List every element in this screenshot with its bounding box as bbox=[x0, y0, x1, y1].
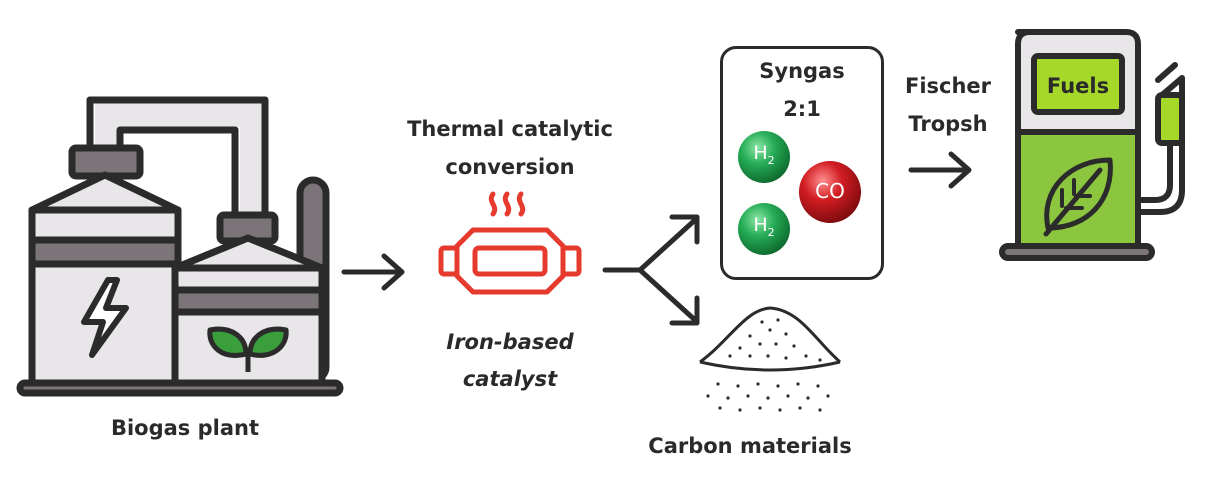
syngas-title-line1: Syngas bbox=[759, 59, 845, 83]
conversion-title-line2: conversion bbox=[445, 155, 575, 179]
powder-pile-icon bbox=[699, 306, 841, 412]
h2-label-bottom: H2 bbox=[753, 214, 775, 239]
biogas-plant-label: Biogas plant bbox=[110, 416, 260, 440]
fork-arrow-icon bbox=[602, 214, 700, 326]
fuels-label: Fuels bbox=[1046, 74, 1110, 98]
process-line2: Tropsh bbox=[908, 112, 988, 136]
molecules bbox=[738, 131, 861, 255]
arrow-right-icon bbox=[908, 151, 972, 189]
syngas-ratio: 2:1 bbox=[783, 97, 821, 121]
heated-catalytic-converter-icon bbox=[438, 191, 582, 295]
leaf-icon bbox=[1043, 157, 1113, 237]
sprout-icon bbox=[207, 326, 289, 372]
lightning-icon bbox=[81, 277, 129, 358]
catalyst-line2: catalyst bbox=[462, 367, 558, 391]
fuel-pump-leaf-icon bbox=[999, 29, 1185, 261]
process-line1: Fischer bbox=[904, 74, 992, 98]
co-label: CO bbox=[815, 179, 845, 203]
carbon-materials-label: Carbon materials bbox=[648, 434, 852, 458]
conversion-title-line1: Thermal catalytic bbox=[407, 117, 613, 141]
catalyst-line1: Iron-based bbox=[446, 330, 574, 354]
h2-label-top: H2 bbox=[753, 142, 775, 167]
h2-molecule-top bbox=[738, 131, 790, 183]
h2-molecule-bottom bbox=[738, 203, 790, 255]
co-molecule bbox=[799, 161, 861, 223]
arrow-right-icon bbox=[341, 253, 405, 291]
biogas-plant-icon bbox=[16, 96, 344, 397]
